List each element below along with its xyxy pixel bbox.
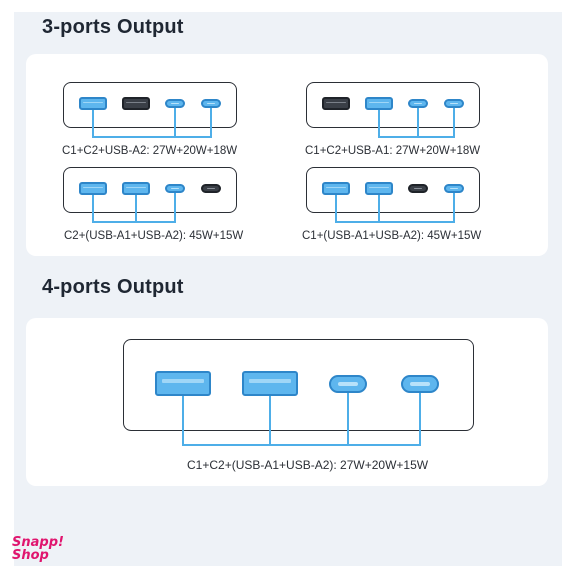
wire bbox=[269, 396, 271, 446]
usb-c1-port bbox=[408, 184, 428, 193]
wire bbox=[174, 108, 176, 138]
usb-a2-port bbox=[242, 371, 298, 396]
config-caption: C1+C2+USB-A2: 27W+20W+18W bbox=[62, 145, 238, 157]
wire bbox=[92, 110, 94, 138]
usb-a2-port bbox=[365, 182, 393, 195]
usb-a1-port bbox=[79, 182, 107, 195]
wire bbox=[335, 195, 337, 223]
usb-c1-port bbox=[165, 184, 185, 193]
usb-c2-port bbox=[444, 99, 464, 108]
usb-c2-port bbox=[201, 99, 221, 108]
wire bbox=[174, 193, 176, 223]
usb-a1-port bbox=[79, 97, 107, 110]
usb-a2-port bbox=[365, 97, 393, 110]
usb-c1-port bbox=[408, 99, 428, 108]
wire bbox=[92, 195, 94, 223]
config-caption: C2+(USB-A1+USB-A2): 45W+15W bbox=[64, 230, 244, 242]
usb-c2-port bbox=[201, 184, 221, 193]
wire bbox=[135, 195, 137, 223]
wire bbox=[182, 396, 184, 446]
usb-c2-port bbox=[444, 184, 464, 193]
snapp-shop-logo: Snapp! Shop bbox=[12, 536, 64, 562]
usb-a1-port bbox=[155, 371, 211, 396]
usb-a2-port bbox=[122, 97, 150, 110]
usb-a1-port bbox=[322, 97, 350, 110]
wire bbox=[378, 136, 455, 138]
config-caption: C1+C2+USB-A1: 27W+20W+18W bbox=[305, 145, 481, 157]
usb-a2-port bbox=[122, 182, 150, 195]
four-ports-title: 4-ports Output bbox=[42, 276, 184, 298]
wire bbox=[378, 195, 380, 223]
wire bbox=[419, 393, 421, 446]
wire bbox=[453, 108, 455, 138]
wire bbox=[210, 108, 212, 138]
wire bbox=[92, 221, 176, 223]
wire bbox=[347, 393, 349, 446]
wire bbox=[417, 108, 419, 138]
config-caption: C1+C2+(USB-A1+USB-A2): 27W+20W+15W bbox=[187, 458, 429, 472]
wire bbox=[335, 221, 455, 223]
wire bbox=[182, 444, 421, 446]
usb-a1-port bbox=[322, 182, 350, 195]
usb-c1-port bbox=[165, 99, 185, 108]
logo-line1: Snapp! bbox=[12, 535, 64, 550]
three-ports-title: 3-ports Output bbox=[42, 16, 184, 38]
usb-c1-port bbox=[329, 375, 367, 393]
usb-c2-port bbox=[401, 375, 439, 393]
config-caption: C1+(USB-A1+USB-A2): 45W+15W bbox=[302, 230, 482, 242]
wire bbox=[453, 193, 455, 223]
wire bbox=[378, 110, 380, 138]
wire bbox=[92, 136, 212, 138]
logo-line2: Shop bbox=[12, 548, 49, 563]
